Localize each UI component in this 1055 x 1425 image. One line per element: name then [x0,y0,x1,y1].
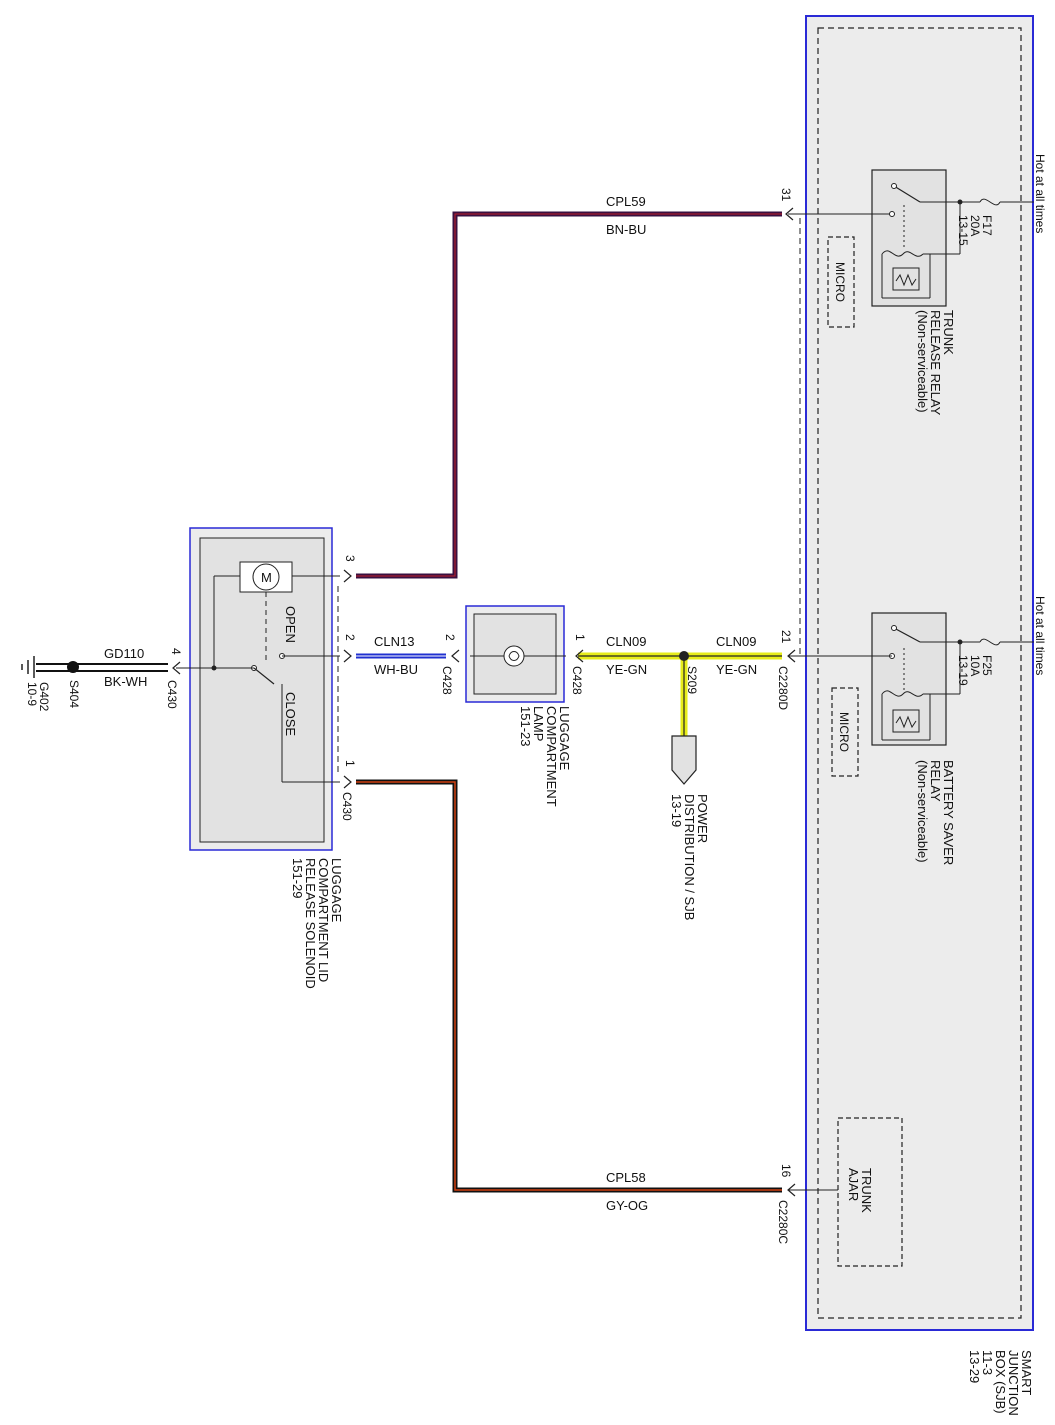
svg-text:COMPARTMENT LID: COMPARTMENT LID [316,858,331,982]
svg-text:RELEASE RELAY: RELEASE RELAY [928,310,943,416]
svg-text:POWER: POWER [695,794,710,843]
svg-text:CLN13: CLN13 [374,634,414,649]
trunk-ajar-block: TRUNK AJAR [788,1117,903,1267]
micro-label-2: MICRO [837,712,851,752]
svg-text:CPL59: CPL59 [606,194,646,209]
wire-cln13: CLN13 WH-BU 2 C428 2 [343,634,460,695]
svg-text:F25: F25 [980,655,994,676]
svg-text:DISTRIBUTION / SJB: DISTRIBUTION / SJB [682,794,697,920]
sjb-title: SMART JUNCTION BOX (SJB) 11-3 13-29 [967,1350,1034,1416]
lamp-label: LUGGAGE COMPARTMENT LAMP 151-23 [518,706,572,807]
svg-text:2: 2 [343,634,357,641]
svg-text:GY-OG: GY-OG [606,1198,648,1213]
svg-text:13-19: 13-19 [669,794,684,827]
svg-text:2: 2 [443,634,457,641]
power-distribution-label: POWER DISTRIBUTION / SJB 13-19 [669,794,710,920]
svg-text:CLN09: CLN09 [716,634,756,649]
svg-text:1: 1 [573,634,587,641]
trunk-release-relay-label: TRUNK RELEASE RELAY (Non-serviceable) [915,310,956,416]
svg-text:WH-BU: WH-BU [374,662,418,677]
svg-text:YE-GN: YE-GN [606,662,647,677]
svg-text:LUGGAGE: LUGGAGE [329,858,344,923]
wire-cln09-lamp: CLN09 YE-GN 1 C428 [570,634,684,695]
svg-text:31: 31 [779,188,793,202]
wire-cln09-sjb: CLN09 YE-GN 21 C2280D [684,630,796,710]
svg-text:LUGGAGE: LUGGAGE [557,706,572,771]
svg-text:C430: C430 [165,680,179,709]
svg-text:CLN09: CLN09 [606,634,646,649]
splice-s404 [67,661,79,673]
svg-text:CPL58: CPL58 [606,1170,646,1185]
open-label: OPEN [283,606,298,643]
svg-text:(Non-serviceable): (Non-serviceable) [915,760,930,863]
svg-text:LAMP: LAMP [531,706,546,741]
svg-text:151-23: 151-23 [518,706,533,746]
svg-text:10A: 10A [968,655,982,676]
svg-text:20A: 20A [968,215,982,236]
smart-junction-box: SMART JUNCTION BOX (SJB) 11-3 13-29 MICR… [788,15,1047,1416]
svg-text:S209: S209 [685,666,699,694]
luggage-compartment-lamp: LUGGAGE COMPARTMENT LAMP 151-23 [465,605,572,807]
micro-label-1: MICRO [833,262,847,302]
svg-text:RELAY: RELAY [928,760,943,802]
svg-text:C428: C428 [440,666,454,695]
svg-text:10-9: 10-9 [25,682,39,706]
hot-at-all-times-1: Hot at all times [1033,154,1047,233]
svg-text:1: 1 [343,760,357,767]
svg-text:G402: G402 [37,682,51,712]
svg-text:JUNCTION: JUNCTION [1006,1350,1021,1416]
trunk-release-relay: MICRO F17 20A 13-15 [788,169,1034,416]
wire-cpl58: CPL58 GY-OG 16 C2280C [356,779,796,1244]
svg-text:C2280C: C2280C [776,1200,790,1244]
svg-text:AJAR: AJAR [846,1168,861,1201]
svg-text:13-19: 13-19 [956,655,970,686]
close-label: CLOSE [283,692,298,736]
svg-text:COMPARTMENT: COMPARTMENT [544,706,559,807]
solenoid-pins: 3 1 C430 [337,555,357,821]
svg-text:13-29: 13-29 [967,1350,982,1383]
wire-gd110: GD110 BK-WH 4 C430 S404 [36,646,183,709]
svg-text:16: 16 [779,1164,793,1178]
micro-box-2 [831,687,859,777]
svg-text:151-29: 151-29 [290,858,305,898]
motor-label: M [261,570,272,585]
svg-text:TRUNK: TRUNK [859,1168,874,1213]
svg-text:F17: F17 [980,215,994,236]
svg-text:BN-BU: BN-BU [606,222,646,237]
power-distribution-arrow [671,735,697,785]
svg-text:C2280D: C2280D [776,666,790,710]
svg-text:21: 21 [779,630,793,644]
svg-text:13-15: 13-15 [956,215,970,246]
battery-saver-relay: MICRO F25 10A 13-19 BATTERY SAVER RELAY [831,612,1034,865]
svg-text:C428: C428 [570,666,584,695]
svg-text:TRUNK: TRUNK [941,310,956,355]
hot-at-all-times-2: Hot at all times [1033,596,1047,675]
micro-box-1 [827,236,855,328]
solenoid-label: LUGGAGE COMPARTMENT LID RELEASE SOLENOID… [290,858,344,989]
svg-text:BOX (SJB): BOX (SJB) [993,1350,1008,1414]
svg-text:S404: S404 [67,680,81,708]
svg-text:(Non-serviceable): (Non-serviceable) [915,310,930,413]
svg-text:4: 4 [169,648,183,655]
svg-text:11-3: 11-3 [980,1350,995,1375]
svg-text:BK-WH: BK-WH [104,674,147,689]
splice-s209: S209 POWER DISTRIBUTION / SJB 13-19 [669,651,710,920]
svg-text:SMART: SMART [1019,1350,1034,1395]
svg-text:RELEASE SOLENOID: RELEASE SOLENOID [303,858,318,989]
svg-text:YE-GN: YE-GN [716,662,757,677]
svg-text:GD110: GD110 [104,646,144,661]
battery-saver-relay-label: BATTERY SAVER RELAY (Non-serviceable) [915,760,956,865]
ground-g402: G402 10-9 [21,656,51,712]
svg-text:C430: C430 [340,792,354,821]
svg-text:BATTERY SAVER: BATTERY SAVER [941,760,956,865]
release-solenoid: M OPEN CLOSE LUGGAGE COMPARTMENT LID REL… [176,527,344,989]
wire-cpl59: CPL59 BN-BU 31 [356,188,794,579]
svg-text:3: 3 [343,555,357,562]
